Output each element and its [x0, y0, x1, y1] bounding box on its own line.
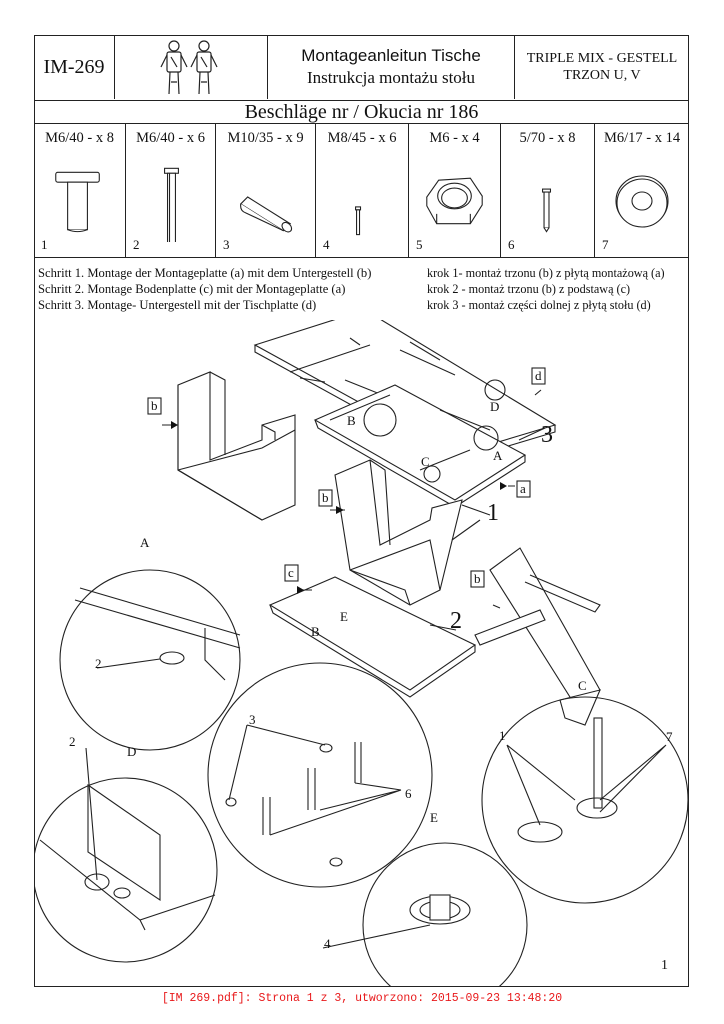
- step-de-3: Schritt 3. Montage- Untergestell mit der…: [38, 298, 317, 312]
- detail-label-d: D: [127, 744, 136, 759]
- dowel-icon: [239, 196, 293, 233]
- tag-b-center: b: [322, 490, 329, 505]
- tag-b-left: b: [151, 398, 158, 413]
- part-cell-7: M6/17 - x 14 7: [595, 124, 689, 257]
- part-number: 7: [602, 237, 609, 252]
- callout-6: 6: [405, 786, 412, 801]
- leg-frame-left: [177, 371, 296, 521]
- part-cell-2: M6/40 - x 6 2: [126, 124, 216, 257]
- assembly-drawing: b b c b a d 1 2 3 A A B B C C D D E E 2 …: [34, 320, 689, 987]
- detail-label-c: C: [578, 678, 587, 693]
- step-de-2: Schritt 2. Montage Bodenplatte (c) mit d…: [38, 282, 346, 296]
- hex-nut-icon: [426, 177, 483, 225]
- footer-stamp: [IM 269.pdf]: Strona 1 z 3, utworzono: 2…: [161, 992, 563, 1005]
- part-label: M8/45 - x 6: [327, 130, 397, 146]
- part-number: 6: [508, 237, 515, 252]
- steps-de: Schritt 1. Montage der Montageplatte (a)…: [38, 265, 371, 313]
- detail-label-e-marker: E: [340, 609, 348, 624]
- step-pl-1: krok 1- montaż trzonu (b) z płytą montaż…: [427, 266, 665, 280]
- title-pl: Instrukcja montażu stołu: [306, 68, 476, 87]
- tag-a: a: [520, 481, 526, 496]
- step-number-1: 1: [487, 500, 499, 526]
- detail-label-a: A: [140, 535, 150, 550]
- title-block: Montageanleitun Tische Instrukcja montaż…: [268, 35, 515, 99]
- detail-circle-b: [207, 662, 433, 888]
- header: IM-269 Montageanleitun Tische Instrukcja…: [34, 35, 689, 101]
- detail-circle-e: [362, 842, 528, 987]
- part-label: 5/70 - x 8: [519, 130, 576, 146]
- fittings-table: M6/40 - x 8 1 M6/40 - x 6 2 M10/35 - x 9: [34, 124, 689, 258]
- callout-7: 7: [666, 729, 673, 744]
- two-person-icon: [160, 40, 218, 95]
- page-frame: [34, 35, 689, 987]
- part-number: 4: [323, 237, 330, 252]
- part-cell-4: M8/45 - x 6 4: [316, 124, 409, 257]
- part-label: M10/35 - x 9: [227, 130, 304, 146]
- part-label: M6/40 - x 8: [45, 130, 114, 146]
- detail-label-c-marker: C: [421, 454, 430, 469]
- callout-4: 4: [324, 936, 331, 951]
- step-de-1: Schritt 1. Montage der Montageplatte (a)…: [38, 266, 372, 280]
- step-pl-3: krok 3 - montaż części dolnej z płytą st…: [427, 298, 651, 312]
- part-cell-6: 5/70 - x 8 6: [501, 124, 595, 257]
- detail-label-a-marker: A: [493, 448, 503, 463]
- detail-circle-a: [59, 569, 241, 751]
- detail-circle-c: [481, 696, 689, 904]
- detail-label-b-marker: B: [347, 413, 356, 428]
- detail-label-b: B: [311, 624, 320, 639]
- part-number: 1: [41, 237, 48, 252]
- part-cell-3: M10/35 - x 9 3: [216, 124, 316, 257]
- leg-frame-center: [334, 459, 463, 606]
- tag-d: d: [535, 368, 542, 383]
- callout-3: 3: [249, 712, 256, 727]
- part-cell-5: M6 - x 4 5: [409, 124, 501, 257]
- step-number-3: 3: [541, 422, 553, 448]
- tag-c: c: [288, 565, 294, 580]
- part-label: M6/40 - x 6: [136, 130, 205, 146]
- document-code: IM-269: [34, 35, 115, 99]
- part-number: 2: [133, 237, 140, 252]
- fittings-title: Beschläge nr / Okucia nr 186: [34, 102, 689, 124]
- part-number: 5: [416, 237, 423, 252]
- part-cell-1: M6/40 - x 8 1: [34, 124, 126, 257]
- callout-2-a: 2: [95, 656, 102, 671]
- detail-label-d-marker: D: [490, 399, 499, 414]
- wood-screw-icon: [542, 188, 552, 233]
- page-number: 1: [661, 958, 668, 973]
- long-bolt-icon: [164, 167, 179, 242]
- detail-circle-d: [34, 777, 218, 963]
- part-label: M6/17 - x 14: [603, 130, 681, 146]
- screw-icon: [355, 206, 362, 236]
- bottom-plate: [268, 576, 477, 698]
- assembled-base: [474, 547, 601, 726]
- two-person-logo: [115, 35, 268, 99]
- tag-b-right: b: [474, 571, 481, 586]
- product-line-1: TRIPLE MIX - GESTELL: [526, 51, 678, 66]
- product-block: TRIPLE MIX - GESTELL TRZON U, V: [515, 35, 689, 99]
- bolt-icon: [55, 171, 100, 233]
- title-de: Montageanleitun Tische: [301, 46, 481, 65]
- step-number-2: 2: [450, 608, 462, 634]
- washer-icon: [615, 175, 669, 228]
- part-number: 3: [223, 237, 230, 252]
- product-line-2: TRZON U, V: [563, 68, 641, 83]
- part-label: M6 - x 4: [429, 130, 480, 146]
- steps-pl: krok 1- montaż trzonu (b) z płytą montaż…: [427, 265, 665, 313]
- callout-1: 1: [499, 728, 506, 743]
- step-pl-2: krok 2 - montaż trzonu (b) z podstawą (c…: [427, 282, 631, 296]
- callout-2-d: 2: [69, 734, 76, 749]
- detail-label-e: E: [430, 810, 438, 825]
